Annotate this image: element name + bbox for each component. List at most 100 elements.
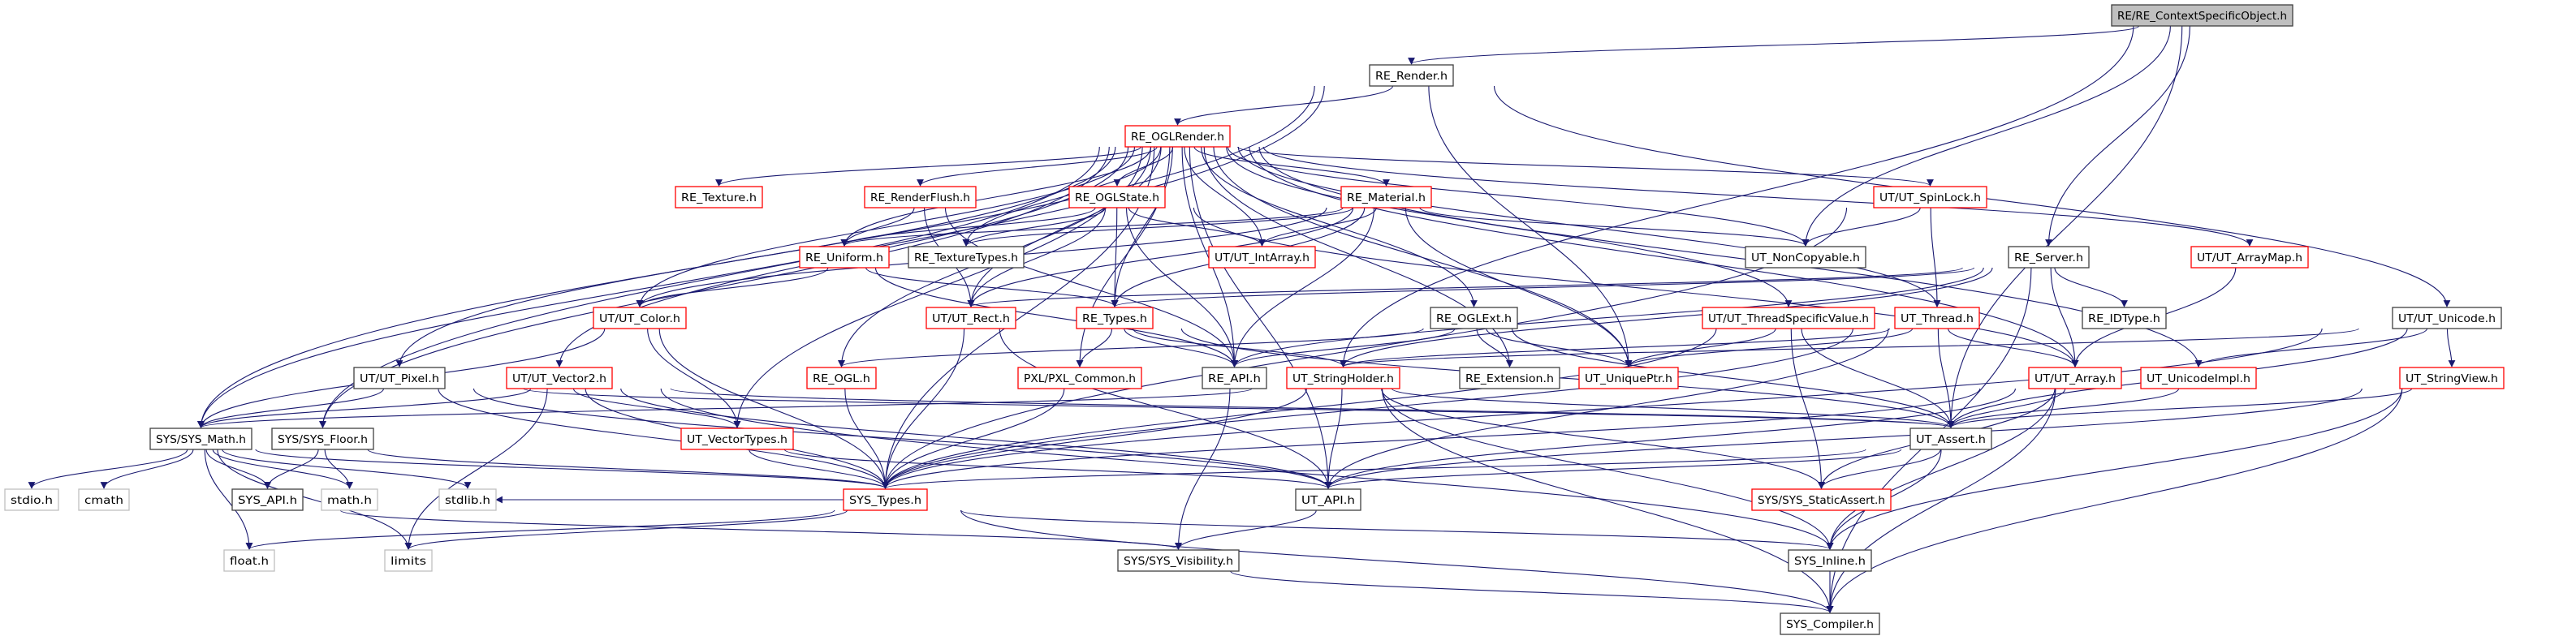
node-box: [1202, 367, 1267, 389]
node-limits[interactable]: limits: [384, 549, 433, 572]
node-label: UT/UT_Rect.h: [932, 313, 1010, 325]
node-utapi[interactable]: UT_API.h: [1295, 488, 1361, 511]
edge-ctx-to-stringholder: [1340, 25, 2134, 367]
node-unicodeimpl[interactable]: UT_UnicodeImpl.h: [2140, 367, 2257, 389]
node-visibility[interactable]: SYS/SYS_Visibility.h: [1117, 549, 1240, 572]
node-systypes[interactable]: SYS_Types.h: [843, 488, 928, 511]
node-box: [1578, 367, 1679, 389]
node-pixel[interactable]: UT/UT_Pixel.h: [353, 367, 446, 389]
node-extension[interactable]: RE_Extension.h: [1459, 367, 1560, 389]
node-unicode[interactable]: UT/UT_Unicode.h: [2392, 307, 2502, 329]
node-idtype[interactable]: RE_IDType.h: [2082, 307, 2167, 329]
edge-systypes-to-limits: [404, 509, 848, 550]
node-spinlock[interactable]: UT/UT_SpinLock.h: [1873, 186, 1987, 208]
node-noncopyable[interactable]: UT_NonCopyable.h: [1745, 246, 1866, 269]
node-renderflush[interactable]: RE_RenderFlush.h: [864, 186, 977, 208]
node-stdio[interactable]: stdio.h: [4, 488, 59, 511]
node-box: [1286, 367, 1400, 389]
node-rect[interactable]: UT/UT_Rect.h: [926, 307, 1016, 329]
node-staticassert[interactable]: SYS/SYS_StaticAssert.h: [1751, 488, 1892, 511]
node-box: [231, 488, 304, 511]
edge-server-to-stringholder: [1340, 267, 1993, 367]
edge-uniform-to-reapi: [874, 267, 1238, 367]
edge-oglrender-to-spinlock: [1237, 146, 1934, 187]
node-tsv[interactable]: UT/UT_ThreadSpecificValue.h: [1702, 307, 1875, 329]
node-stringholder[interactable]: UT_StringHolder.h: [1286, 367, 1400, 389]
node-server[interactable]: RE_Server.h: [2008, 246, 2090, 269]
edge-tsv-to-staticassert: [1790, 328, 1825, 489]
node-uniqueptr[interactable]: UT_UniquePtr.h: [1578, 367, 1679, 389]
node-arraymap[interactable]: UT/UT_ArrayMap.h: [2190, 246, 2309, 269]
edge-systypes-to-float: [245, 509, 835, 550]
node-oglext[interactable]: RE_OGLExt.h: [1430, 307, 1518, 329]
node-label: RE_OGLState.h: [1075, 192, 1159, 204]
node-inline[interactable]: SYS_Inline.h: [1788, 549, 1872, 572]
node-box: [864, 186, 977, 208]
node-thread[interactable]: UT_Thread.h: [1894, 307, 1980, 329]
edge-renderflush-to-reapi: [944, 207, 1238, 367]
node-uniform[interactable]: RE_Uniform.h: [799, 246, 890, 269]
node-vector2[interactable]: UT/UT_Vector2.h: [506, 367, 613, 389]
edge-color-to-vectortypes: [647, 328, 741, 428]
edge-material-to-uniqueptr: [1405, 207, 1633, 367]
edge-rect-to-utapi: [999, 328, 1332, 489]
node-label: float.h: [230, 556, 269, 568]
edge-types-to-stringholder: [1132, 328, 1347, 367]
edge-stringholder-to-inline: [1381, 388, 1834, 550]
edge-oglext-to-ogl: [838, 328, 1424, 367]
node-label: PXL/PXL_Common.h: [1024, 373, 1136, 385]
node-box: [384, 549, 433, 572]
node-label: RE_Uniform.h: [805, 252, 883, 264]
edge-oglstate-to-rect: [967, 207, 1107, 307]
node-array[interactable]: UT/UT_Array.h: [2028, 367, 2122, 389]
node-compiler[interactable]: SYS_Compiler.h: [1780, 612, 1880, 635]
node-oglrender[interactable]: RE_OGLRender.h: [1124, 125, 1231, 148]
edge-floor-to-mathh: [324, 449, 353, 489]
node-mathh[interactable]: math.h: [321, 488, 378, 511]
node-assert[interactable]: UT_Assert.h: [1909, 428, 1992, 450]
node-label: RE_API.h: [1208, 373, 1261, 385]
node-box: [1208, 246, 1316, 269]
node-box: [1340, 186, 1432, 208]
node-box: [1780, 612, 1880, 635]
node-box: [926, 307, 1016, 329]
node-texturetypes[interactable]: RE_TextureTypes.h: [908, 246, 1025, 269]
edge-floor-to-systypes: [367, 449, 889, 489]
node-types[interactable]: RE_Types.h: [1076, 307, 1154, 329]
edge-vectortypes-to-utapi: [783, 449, 1332, 489]
node-label: UT_UnicodeImpl.h: [2147, 373, 2250, 385]
node-label: SYS/SYS_Visibility.h: [1124, 556, 1233, 568]
edge-oglrender-to-pxl: [1076, 146, 1171, 367]
edge-stringview-to-utapi: [1324, 388, 2362, 489]
node-box: [675, 186, 763, 208]
node-floor[interactable]: SYS/SYS_Floor.h: [271, 428, 374, 450]
node-intarray[interactable]: UT/UT_IntArray.h: [1208, 246, 1316, 269]
node-vectortypes[interactable]: UT_VectorTypes.h: [680, 428, 794, 450]
node-float[interactable]: float.h: [223, 549, 275, 572]
node-label: UT/UT_Unicode.h: [2398, 313, 2496, 325]
node-box: [1117, 549, 1240, 572]
node-material[interactable]: RE_Material.h: [1340, 186, 1432, 208]
node-box: [799, 246, 890, 269]
node-math[interactable]: SYS/SYS_Math.h: [149, 428, 252, 450]
node-box: [2392, 307, 2502, 329]
edge-stringholder-to-compiler: [1381, 388, 1834, 613]
node-color[interactable]: UT/UT_Color.h: [593, 307, 687, 329]
node-reapi[interactable]: RE_API.h: [1202, 367, 1267, 389]
edge-oglrender-to-intarray: [1184, 146, 1266, 247]
node-stringview[interactable]: UT_StringView.h: [2399, 367, 2505, 389]
node-cmath[interactable]: cmath: [78, 488, 130, 511]
node-pxl[interactable]: PXL/PXL_Common.h: [1017, 367, 1142, 389]
node-ctx[interactable]: RE/RE_ContextSpecificObject.h: [2111, 4, 2293, 27]
node-render[interactable]: RE_Render.h: [1369, 64, 1454, 87]
node-sysapi[interactable]: SYS_API.h: [231, 488, 304, 511]
edge-material-to-texturetypes: [962, 207, 1353, 247]
node-box: [1017, 367, 1142, 389]
node-texture[interactable]: RE_Texture.h: [675, 186, 763, 208]
node-label: SYS_Compiler.h: [1786, 619, 1874, 631]
node-box: [2140, 367, 2257, 389]
node-ogl[interactable]: RE_OGL.h: [806, 367, 877, 389]
node-oglstate[interactable]: RE_OGLState.h: [1068, 186, 1166, 208]
node-label: RE_Types.h: [1082, 313, 1147, 325]
node-stdlib[interactable]: stdlib.h: [438, 488, 497, 511]
